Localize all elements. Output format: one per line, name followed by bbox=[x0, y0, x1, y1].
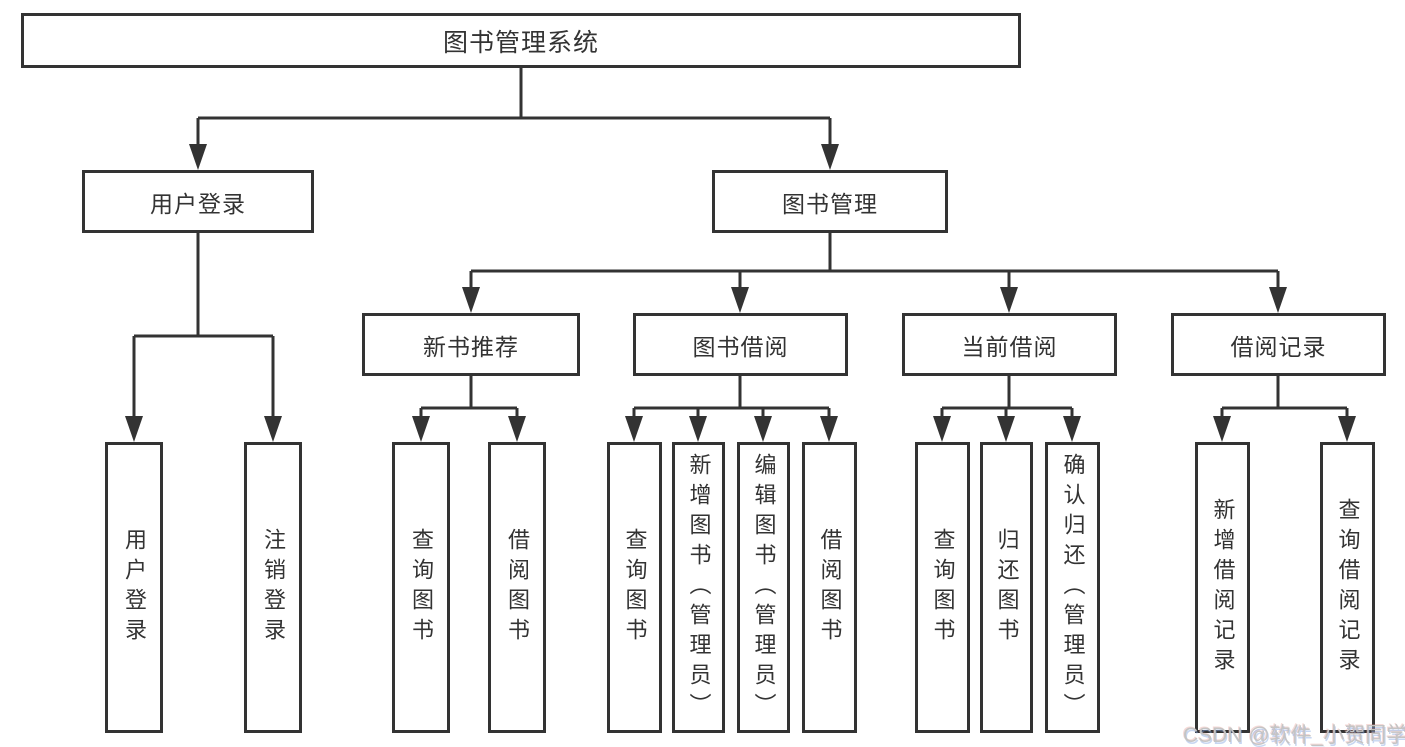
leaf-query-books-borrowing-label: 查询图书 bbox=[622, 527, 648, 648]
node-book-management: 图书管理 bbox=[712, 170, 948, 233]
leaf-add-borrow-record: 新增借阅记录 bbox=[1195, 442, 1250, 733]
leaf-confirm-return-admin-label: 确认归还（管理员） bbox=[1060, 452, 1086, 723]
node-borrow-records: 借阅记录 bbox=[1171, 313, 1386, 376]
node-book-borrowing-label: 图书借阅 bbox=[692, 333, 789, 360]
node-user-login: 用户登录 bbox=[82, 170, 314, 233]
watermark: CSDN @软件_小贺同学 bbox=[1183, 724, 1405, 747]
node-library-system: 图书管理系统 bbox=[21, 13, 1021, 68]
leaf-add-book-admin-label: 新增图书（管理员） bbox=[686, 452, 712, 723]
node-borrow-records-label: 借阅记录 bbox=[1230, 333, 1327, 360]
leaf-edit-book-admin: 编辑图书（管理员） bbox=[737, 442, 790, 733]
node-current-borrowing-label: 当前借阅 bbox=[961, 333, 1058, 360]
leaf-logout-label: 注销登录 bbox=[261, 527, 286, 648]
node-new-book-recommend-label: 新书推荐 bbox=[423, 333, 519, 360]
leaf-user-login-label: 用户登录 bbox=[122, 527, 147, 648]
leaf-borrow-books-recommend: 借阅图书 bbox=[488, 442, 546, 733]
leaf-add-borrow-record-label: 新增借阅记录 bbox=[1210, 497, 1236, 678]
leaf-query-borrow-record-label: 查询借阅记录 bbox=[1335, 497, 1361, 678]
leaf-return-books-label: 归还图书 bbox=[994, 527, 1020, 648]
leaf-logout: 注销登录 bbox=[244, 442, 302, 733]
leaf-query-books-borrowing: 查询图书 bbox=[607, 442, 662, 733]
node-book-management-label: 图书管理 bbox=[782, 190, 878, 217]
node-library-system-label: 图书管理系统 bbox=[442, 28, 599, 57]
leaf-return-books: 归还图书 bbox=[980, 442, 1033, 733]
node-book-borrowing: 图书借阅 bbox=[633, 313, 848, 376]
leaf-query-books-recommend: 查询图书 bbox=[392, 442, 450, 733]
leaf-borrow-books-recommend-label: 借阅图书 bbox=[505, 527, 530, 648]
leaf-confirm-return-admin: 确认归还（管理员） bbox=[1045, 442, 1100, 733]
leaf-query-borrow-record: 查询借阅记录 bbox=[1320, 442, 1375, 733]
leaf-edit-book-admin-label: 编辑图书（管理员） bbox=[751, 452, 777, 723]
leaf-add-book-admin: 新增图书（管理员） bbox=[672, 442, 725, 733]
leaf-query-books-current-label: 查询图书 bbox=[930, 527, 956, 648]
node-user-login-label: 用户登录 bbox=[150, 190, 246, 217]
leaf-borrow-books-borrowing-label: 借阅图书 bbox=[817, 527, 843, 648]
leaf-query-books-recommend-label: 查询图书 bbox=[409, 527, 434, 648]
leaf-query-books-current: 查询图书 bbox=[915, 442, 970, 733]
leaf-user-login: 用户登录 bbox=[105, 442, 163, 733]
node-new-book-recommend: 新书推荐 bbox=[362, 313, 580, 376]
node-current-borrowing: 当前借阅 bbox=[902, 313, 1117, 376]
leaf-borrow-books-borrowing: 借阅图书 bbox=[802, 442, 857, 733]
